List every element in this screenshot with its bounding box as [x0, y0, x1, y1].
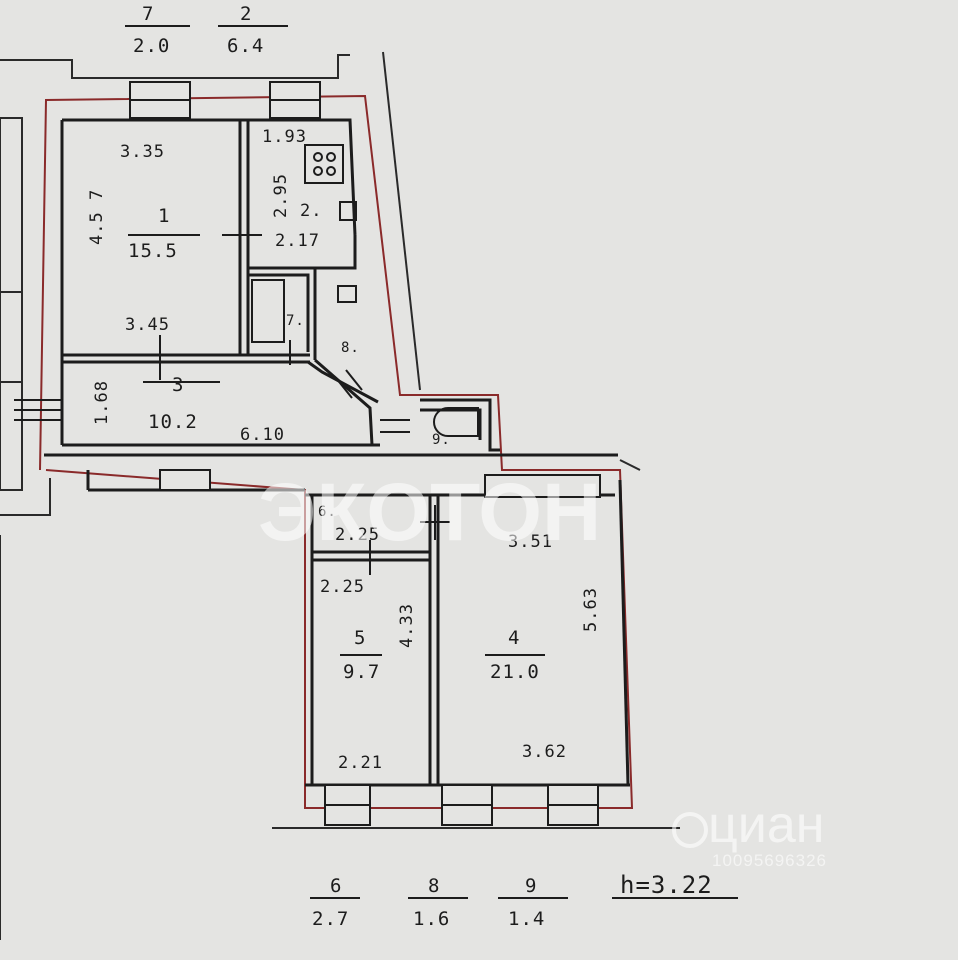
room-6-number: 6. — [318, 504, 337, 520]
room-1-area: 15.5 — [128, 240, 178, 262]
cian-logo-icon — [672, 812, 708, 848]
sink-icon — [337, 201, 357, 303]
legend-fraction-lines — [125, 25, 738, 899]
room-5-dim-top: 2.25 — [335, 525, 380, 545]
legend-bottom-area-6: 2.7 — [312, 908, 349, 930]
legend-bottom-num-6: 6 — [330, 875, 342, 897]
room-3-dim-length: 6.10 — [240, 425, 285, 445]
room-2-number: 2. — [300, 201, 322, 221]
legend-top-area-7: 2.0 — [133, 35, 170, 57]
legend-top-area-2: 6.4 — [227, 35, 264, 57]
ceiling-height: h=3.22 — [620, 871, 713, 899]
room-4-dim-top: 3.51 — [508, 532, 553, 552]
watermark-cian: циан — [708, 796, 824, 854]
room-5-area: 9.7 — [343, 661, 380, 683]
legend-bottom-area-9: 1.4 — [508, 908, 545, 930]
room-2-dim-top: 1.93 — [262, 127, 307, 147]
building-lines — [0, 51, 680, 940]
legend-bottom-area-8: 1.6 — [413, 908, 450, 930]
room-4-area: 21.0 — [490, 661, 540, 683]
room-4-number: 4 — [508, 627, 520, 649]
legend-top-num-2: 2 — [240, 3, 252, 25]
room-5-dim-bottom: 2.21 — [338, 753, 383, 773]
legend-top-num-7: 7 — [142, 3, 154, 25]
room-2-dim-side: 2.95 — [271, 173, 291, 218]
room-8-number: 8. — [341, 340, 360, 356]
dimension-ticks — [14, 234, 450, 575]
walls — [44, 118, 630, 787]
watermark-cian-id: 10095696326 — [712, 851, 827, 870]
room-4-dim-side: 5.63 — [581, 587, 601, 632]
room-3-number: 3 — [172, 374, 184, 396]
bathtub-icon — [251, 279, 479, 437]
windows — [129, 81, 601, 826]
room-4-dim-bottom: 3.62 — [522, 742, 567, 762]
room-5-dim-side: 4.33 — [397, 603, 417, 648]
legend-bottom-num-9: 9 — [525, 875, 537, 897]
room-9-number: 9. — [432, 432, 451, 448]
room-1-number: 1 — [158, 205, 170, 227]
watermark-brand: ЭКОТОН — [258, 467, 601, 558]
room-3-area: 10.2 — [148, 411, 198, 433]
room-3-dim-side: 1.68 — [92, 380, 112, 425]
legend-bottom-num-8: 8 — [428, 875, 440, 897]
room-1-dim-top: 3.35 — [120, 142, 165, 162]
room-1-dim-bottom: 3.45 — [125, 315, 170, 335]
room-5-number: 5 — [354, 627, 366, 649]
room-1-dim-side: 4.5 7 — [87, 189, 107, 245]
room-7-number: 7. — [286, 313, 305, 329]
apartment-outline — [39, 94, 634, 809]
stove-icon — [304, 144, 344, 184]
room-5-dim-inner: 2.25 — [320, 577, 365, 597]
room-2-dim-width: 2.17 — [275, 231, 320, 251]
